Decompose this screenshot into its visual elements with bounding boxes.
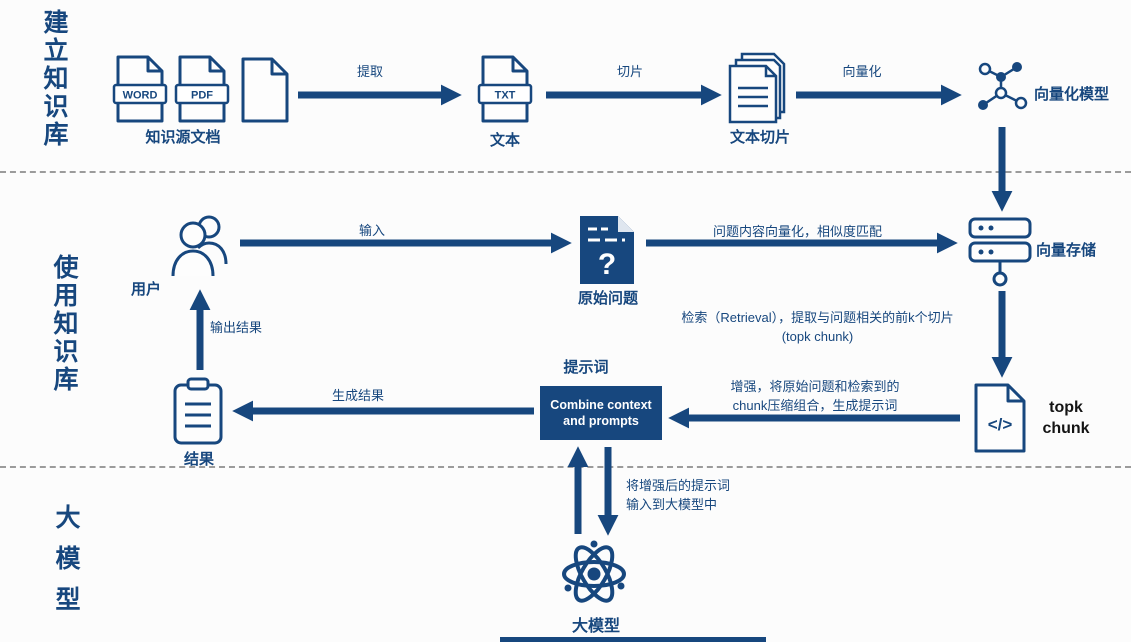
txt-badge-text: TXT xyxy=(495,90,516,102)
retrieval-label-line2: (topk chunk) xyxy=(781,329,854,344)
extract-label: 提取 xyxy=(356,64,383,79)
server-row xyxy=(968,217,1032,239)
atom-orbits xyxy=(562,545,626,603)
code-glyph: </> xyxy=(988,415,1013,434)
section-divider-top xyxy=(0,171,1131,173)
llm-atom-icon xyxy=(558,535,630,613)
doc-fold xyxy=(618,216,634,232)
blank-doc-icon xyxy=(238,57,292,123)
pdf-badge-text: PDF xyxy=(191,90,213,102)
bottom-accent-bar xyxy=(500,637,766,642)
prompt-combine-box: Combine context and prompts xyxy=(540,386,662,440)
server-led xyxy=(988,249,994,255)
txt-doc-icon: TXT xyxy=(477,55,533,123)
topk-label-line1: topk xyxy=(1049,399,1083,416)
generate-label: 生成结果 xyxy=(331,388,384,403)
network-node xyxy=(978,100,988,110)
atom-nucleus xyxy=(587,567,601,581)
question-mark-glyph: ? xyxy=(598,248,616,281)
section-label-build: 建立知识库 xyxy=(40,9,68,149)
user-label: 用户 xyxy=(130,281,161,298)
doc-badge xyxy=(174,83,230,105)
input-label: 输入 xyxy=(358,223,385,238)
text-chunks-icon xyxy=(728,52,788,124)
chunks-label: 文本切片 xyxy=(729,129,790,146)
doc-badge xyxy=(477,83,533,105)
doc-fold xyxy=(511,57,527,73)
augment-label-line1: 增强，将原始问题和检索到的 xyxy=(730,379,900,394)
atom-electron xyxy=(590,540,598,548)
prompt-title-label: 提示词 xyxy=(563,359,609,376)
section-label-llm: 大模型 xyxy=(52,504,80,627)
doc-fold xyxy=(1006,385,1024,403)
word-badge-text: WORD xyxy=(123,90,158,102)
server-led xyxy=(988,225,994,231)
clipboard-clip xyxy=(186,377,210,391)
result-label: 结果 xyxy=(183,451,214,468)
front-head xyxy=(179,221,207,249)
result-clipboard-icon xyxy=(172,377,224,447)
llm-label: 大模型 xyxy=(571,618,620,635)
vector-store-label: 向量存储 xyxy=(1036,242,1097,259)
pdf-doc-icon: PDF xyxy=(174,55,230,123)
topk-chunk-label: topk chunk xyxy=(1034,397,1098,439)
server-led xyxy=(978,225,984,231)
network-node xyxy=(996,72,1006,82)
atom-electron xyxy=(617,582,625,590)
doc-fold xyxy=(208,57,224,73)
doc-outline xyxy=(241,57,289,123)
retrieval-label: 检索（Retrieval），提取与问题相关的前k个切片 (topk chunk) xyxy=(650,308,985,346)
doc-fold xyxy=(146,57,162,73)
vector-model-icon xyxy=(970,58,1032,122)
retrieval-label-line1: 检索（Retrieval），提取与问题相关的前k个切片 xyxy=(681,310,954,325)
network-node xyxy=(1014,96,1028,110)
server-ball xyxy=(992,271,1008,287)
word-doc-icon: WORD xyxy=(112,55,168,123)
atom-electron xyxy=(564,584,572,592)
augment-label: 增强，将原始问题和检索到的 chunk压缩组合，生成提示词 xyxy=(670,377,960,415)
vector-store-icon xyxy=(966,215,1034,289)
front-page xyxy=(728,64,778,124)
to-model-label-line2: 输入到大模型中 xyxy=(626,497,718,512)
server-led xyxy=(978,249,984,255)
question-doc-icon: ? xyxy=(578,214,636,286)
network-node xyxy=(1012,62,1022,72)
section-label-use: 使用知识库 xyxy=(50,254,78,394)
similarity-label: 问题内容向量化，相似度匹配 xyxy=(712,224,882,239)
user-icon xyxy=(168,212,232,280)
doc-fold xyxy=(270,59,287,76)
source-docs-label: 知识源文档 xyxy=(145,129,221,146)
to-model-label: 将增强后的提示词 输入到大模型中 xyxy=(626,476,738,514)
text-label: 文本 xyxy=(489,132,520,149)
topk-label-line2: chunk xyxy=(1042,420,1090,437)
doc-body xyxy=(580,216,634,284)
to-model-label-line1: 将增强后的提示词 xyxy=(626,478,731,493)
output-result-label: 输出结果 xyxy=(210,320,263,335)
vectorize-label: 向量化 xyxy=(842,64,882,79)
doc-badge xyxy=(112,83,168,105)
augment-label-line2: chunk压缩组合，生成提示词 xyxy=(732,398,898,413)
topk-chunk-icon: </> xyxy=(972,383,1028,453)
section-divider-bottom xyxy=(0,466,1131,468)
slice-label: 切片 xyxy=(616,64,643,79)
question-label: 原始问题 xyxy=(577,290,638,307)
network-node xyxy=(978,62,992,76)
front-shoulder xyxy=(171,249,215,277)
network-node xyxy=(994,86,1008,100)
front-fold xyxy=(764,66,776,78)
vector-model-label: 向量化模型 xyxy=(1034,86,1110,103)
